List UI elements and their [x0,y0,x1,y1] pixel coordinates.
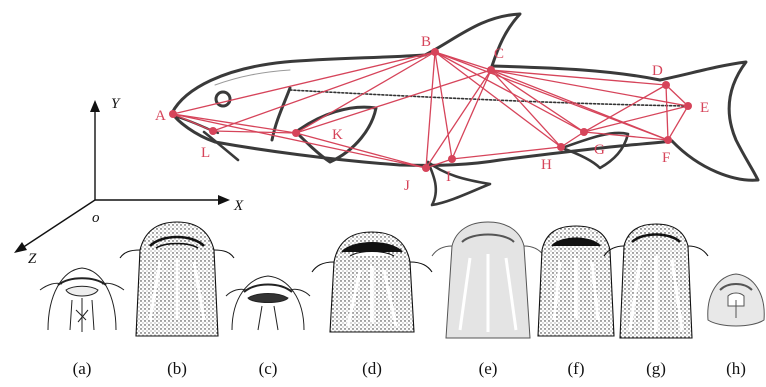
landmark-point-g [580,128,588,136]
landmark-point-a [169,110,177,118]
origin-label: o [92,210,100,226]
panel-label-h: (h) [726,359,746,378]
landmark-point-k [292,129,300,137]
ventral-view-a [40,268,124,332]
x-axis-label: X [233,198,244,214]
panel-label-e: (e) [479,359,498,378]
truss-edge-B-J [426,52,435,168]
ventral-view-h [708,274,764,326]
landmark-point-h [557,143,565,151]
y-axis-arrowhead [90,100,100,112]
landmark-point-d [662,81,670,89]
landmark-label-g: G [594,142,605,158]
landmark-label-j: J [404,178,410,194]
panel-label-d: (d) [362,359,382,378]
landmark-label-l: L [201,145,210,161]
truss-edge-D-F [666,85,668,140]
truss-edge-C-H [491,70,561,147]
landmark-label-d: D [652,63,663,79]
landmark-label-e: E [700,100,709,116]
panel-label-f: (f) [568,359,585,378]
truss-network [173,52,688,168]
panel-labels: (a) (b) (c) (d) (e) (f) (g) (h) [73,359,746,378]
truss-edge-B-L [213,52,435,131]
landmark-label-i: I [446,169,451,185]
panel-label-c: (c) [259,359,278,378]
z-axis-arrowhead [14,242,27,253]
landmark-label-f: F [662,150,670,166]
truss-edge-B-K [296,52,435,133]
truss-edge-E-F [668,106,688,140]
z-axis-label: Z [28,251,37,267]
landmark-point-b [431,48,439,56]
truss-edge-C-I [452,70,491,159]
ventral-view-g [604,224,708,338]
landmark-label-c: C [494,46,504,62]
landmark-label-a: A [155,108,166,124]
landmark-point-j [422,164,430,172]
panel-label-a: (a) [73,359,92,378]
landmark-point-l [209,127,217,135]
landmark-label-h: H [541,157,552,173]
truss-edge-B-I [435,52,452,159]
ventral-view-e [432,222,544,338]
landmark-point-c [487,66,495,74]
y-axis-label: Y [111,96,121,112]
ventral-view-b [120,222,234,336]
landmark-point-i [448,155,456,163]
panel-label-g: (g) [646,359,666,378]
panel-label-b: (b) [167,359,187,378]
ventral-view-f [538,226,614,336]
truss-edge-C-J [426,70,491,168]
ventral-view-c [226,276,310,330]
landmark-point-e [684,102,692,110]
ventral-view-d [312,232,432,332]
x-axis-arrowhead [218,195,230,205]
landmark-label-k: K [332,127,343,143]
landmark-label-b: B [421,34,431,50]
z-axis-line [22,200,95,248]
truss-edge-D-G [584,85,666,132]
truss-edge-C-K [296,70,491,133]
landmark-point-f [664,136,672,144]
